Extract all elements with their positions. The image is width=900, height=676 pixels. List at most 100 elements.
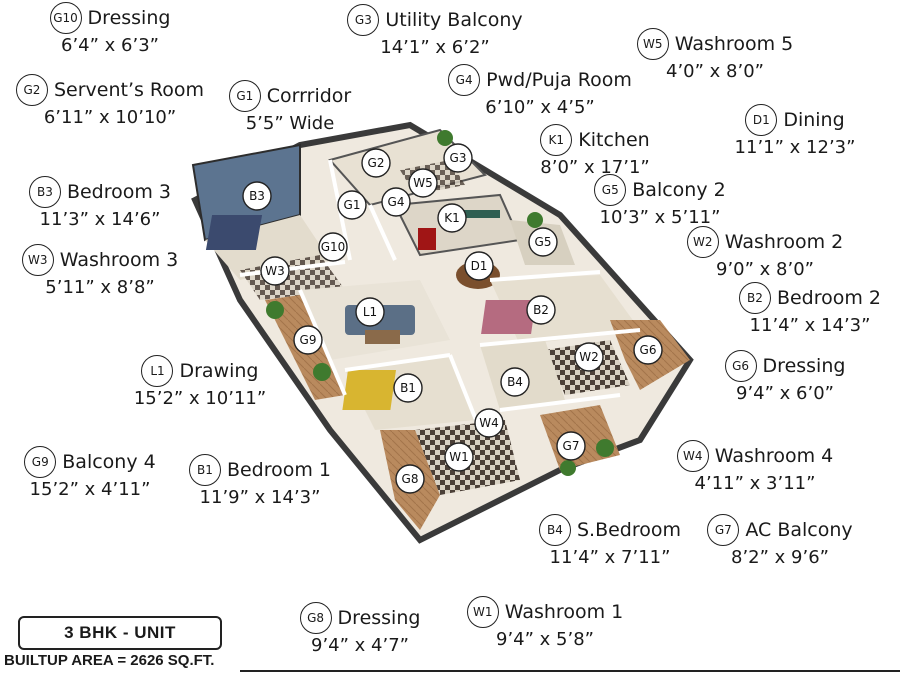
plan-marker-text: W2 (579, 350, 599, 364)
room-name: Utility Balcony (385, 9, 523, 31)
plan-marker-text: G3 (450, 151, 467, 165)
plan-marker-b2: B2 (526, 295, 556, 325)
plan-marker-w3: W3 (260, 256, 290, 286)
room-name: Dining (783, 109, 845, 131)
bed-b1 (342, 370, 396, 410)
room-name: Dressing (337, 607, 421, 629)
interior-walls (239, 159, 641, 431)
room-dimensions: 5’11” x 8’8” (45, 277, 155, 298)
plan-marker-g3: G3 (443, 143, 473, 173)
plan-marker-text: G7 (563, 439, 580, 453)
plan-marker-circle (443, 143, 473, 173)
room-dimensions: 14’1” x 6’2” (380, 37, 490, 58)
plan-marker-g8: G8 (395, 464, 425, 494)
plan-marker-g7: G7 (556, 431, 586, 461)
room-dimensions: 15’2” x 10’11” (133, 388, 267, 409)
plan-marker-text: G2 (368, 156, 385, 170)
plan-marker-text: G9 (300, 333, 317, 347)
plan-marker-circle (318, 232, 348, 262)
room-dimensions: 8’2” x 9’6” (731, 547, 829, 568)
room-dimensions: 11’4” x 14’3” (749, 315, 871, 336)
room-name: Bedroom 3 (66, 181, 172, 203)
plan-marker-b4: B4 (500, 367, 530, 397)
room-dimensions: 11’4” x 7’11” (549, 547, 671, 568)
room-code-badge: G4 (448, 64, 481, 96)
room-name: Washroom 1 (504, 601, 624, 623)
room-dimensions: 9’4” x 4’7” (311, 635, 409, 656)
plan-marker-circle (395, 464, 425, 494)
plan-marker-k1: K1 (437, 203, 467, 233)
room-name: S.Bedroom (576, 519, 682, 541)
plan-marker-g10: G10 (318, 232, 348, 262)
room-dimensions: 6’11” x 10’10” (43, 107, 177, 128)
plan-marker-circle (393, 373, 423, 403)
room-dimensions: 8’0” x 17’1” (540, 157, 650, 178)
plan-marker-text: G1 (344, 198, 361, 212)
plan-marker-circle (633, 335, 663, 365)
plan-marker-g6: G6 (633, 335, 663, 365)
plan-marker-circle (464, 251, 494, 281)
plan-marker-w5: W5 (408, 168, 438, 198)
plan-marker-circle (242, 181, 272, 211)
plan-marker-text: W4 (479, 416, 499, 430)
plant (313, 363, 331, 381)
plan-marker-text: G10 (321, 240, 346, 254)
plan-marker-text: D1 (471, 259, 488, 273)
room-code-badge: K1 (540, 124, 573, 156)
room-code-badge: G8 (299, 602, 332, 634)
room-code-badge: W5 (636, 28, 669, 60)
plan-marker-w2: W2 (574, 342, 604, 372)
room-code-badge: G5 (594, 174, 627, 206)
room-dimensions: 5’5” Wide (245, 113, 335, 134)
plan-marker-circle (528, 227, 558, 257)
room-code-badge: W4 (676, 440, 709, 472)
plan-marker-text: B1 (400, 381, 416, 395)
room-name: Dressing (762, 355, 846, 377)
plan-marker-text: W5 (413, 176, 433, 190)
room-name: Bedroom 2 (776, 287, 882, 309)
room-dimensions: 9’4” x 6’0” (736, 383, 834, 404)
bed-b2 (481, 300, 536, 334)
room-name: Washroom 4 (714, 445, 834, 467)
room-dimensions: 10’3” x 5’11” (599, 207, 721, 228)
room-dimensions: 15’2” x 4’11” (29, 479, 151, 500)
plan-marker-circle (293, 325, 323, 355)
bottom-rule (240, 670, 900, 672)
room-name: Pwd/Puja Room (486, 69, 632, 91)
room-dimensions: 11’9” x 14’3” (199, 487, 321, 508)
plan-marker-text: B4 (507, 375, 523, 389)
room-code-badge: B3 (28, 176, 61, 208)
plan-marker-circle (260, 256, 290, 286)
plan-marker-text: B2 (533, 303, 549, 317)
room-name: Drawing (179, 360, 259, 382)
fridge (418, 228, 436, 250)
plan-marker-d1: D1 (464, 251, 494, 281)
room-name: Balcony 2 (632, 179, 726, 201)
room-name: Dressing (87, 7, 171, 29)
